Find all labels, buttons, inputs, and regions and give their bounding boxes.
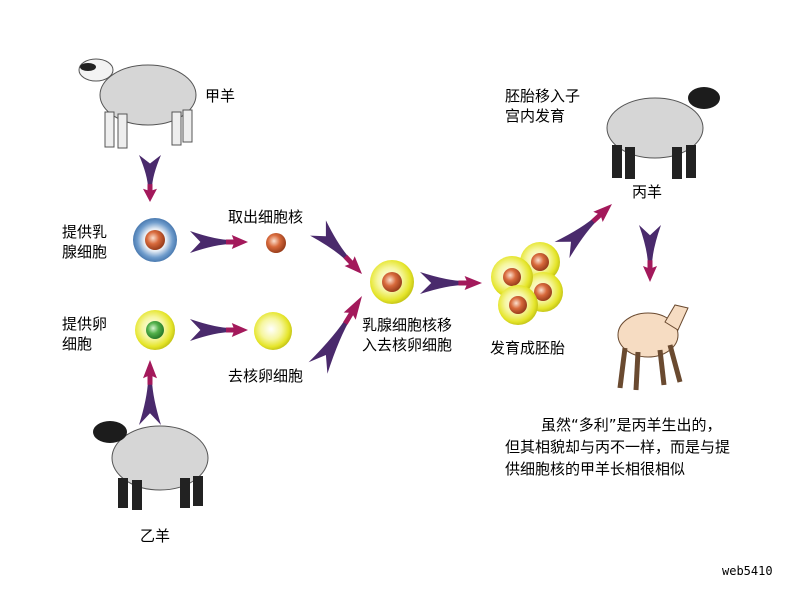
sheep-c-illustration (606, 87, 720, 179)
arrow-body (139, 378, 161, 425)
label-provide-mammary-1: 提供乳 (62, 223, 108, 241)
arrow-head (226, 235, 248, 249)
reconstructed-egg-cell (370, 260, 414, 304)
sheep-a-illustration (78, 58, 197, 149)
process-arrow (139, 360, 161, 425)
label-provide-egg-1: 提供卵 (62, 315, 108, 333)
egg-cell (135, 310, 175, 350)
arrow-body (139, 155, 161, 189)
process-arrow (190, 319, 248, 341)
caption-line-3: 供细胞核的甲羊长相很相似 (505, 460, 686, 478)
arrow-body (420, 272, 465, 294)
arrow-body (190, 319, 232, 341)
label-sheep-b: 乙羊 (140, 527, 171, 545)
process-arrow (308, 296, 362, 374)
label-nuclear-transfer-1: 乳腺细胞核移 (362, 316, 453, 334)
arrow-body (308, 315, 352, 374)
watermark: web5410 (722, 564, 773, 578)
process-arrow (639, 225, 661, 282)
process-arrow (190, 231, 248, 253)
embryo-cluster (491, 242, 563, 325)
arrow-head (458, 276, 482, 290)
arrow-head (226, 323, 248, 337)
extracted-nucleus (266, 233, 286, 253)
arrow-body (554, 215, 600, 259)
label-sheep-a: 甲羊 (205, 87, 236, 105)
process-arrow (310, 220, 362, 274)
enucleated-egg-cell (254, 312, 292, 350)
arrow-head (343, 254, 362, 274)
arrow-body (639, 225, 661, 266)
label-provide-mammary-2: 腺细胞 (62, 243, 108, 261)
caption: 虽然“多利”是丙羊生出的， 但其相貌却与丙不一样，而是与提 供细胞核的甲羊长相很… (505, 414, 795, 480)
label-embryo-transfer-2: 宫内发育 (505, 107, 566, 125)
arrow-head (143, 360, 157, 385)
arrow-body (190, 231, 232, 253)
label-embryo-transfer-1: 胚胎移入子 (505, 87, 581, 105)
label-sheep-c: 丙羊 (632, 183, 663, 201)
mammary-cell (133, 218, 177, 262)
arrow-head (643, 260, 657, 282)
arrow-body (310, 220, 352, 263)
caption-line-2: 但其相貌却与丙不一样，而是与提 (505, 438, 731, 456)
process-arrow (139, 155, 161, 202)
arrow-head (591, 204, 612, 224)
lamb-illustration (617, 304, 689, 391)
label-nuclear-transfer-2: 入去核卵细胞 (362, 336, 453, 354)
process-arrow (554, 204, 612, 259)
label-develop-embryo: 发育成胚胎 (490, 339, 566, 357)
arrow-head (343, 296, 362, 325)
sheep-b-illustration (93, 421, 209, 510)
label-extract-nucleus: 取出细胞核 (228, 208, 304, 226)
label-provide-egg-2: 细胞 (62, 335, 93, 353)
caption-line-1: 虽然“多利”是丙羊生出的， (541, 416, 722, 434)
process-arrow (420, 272, 482, 294)
arrow-head (143, 184, 157, 202)
label-enucleated-egg: 去核卵细胞 (228, 367, 304, 385)
